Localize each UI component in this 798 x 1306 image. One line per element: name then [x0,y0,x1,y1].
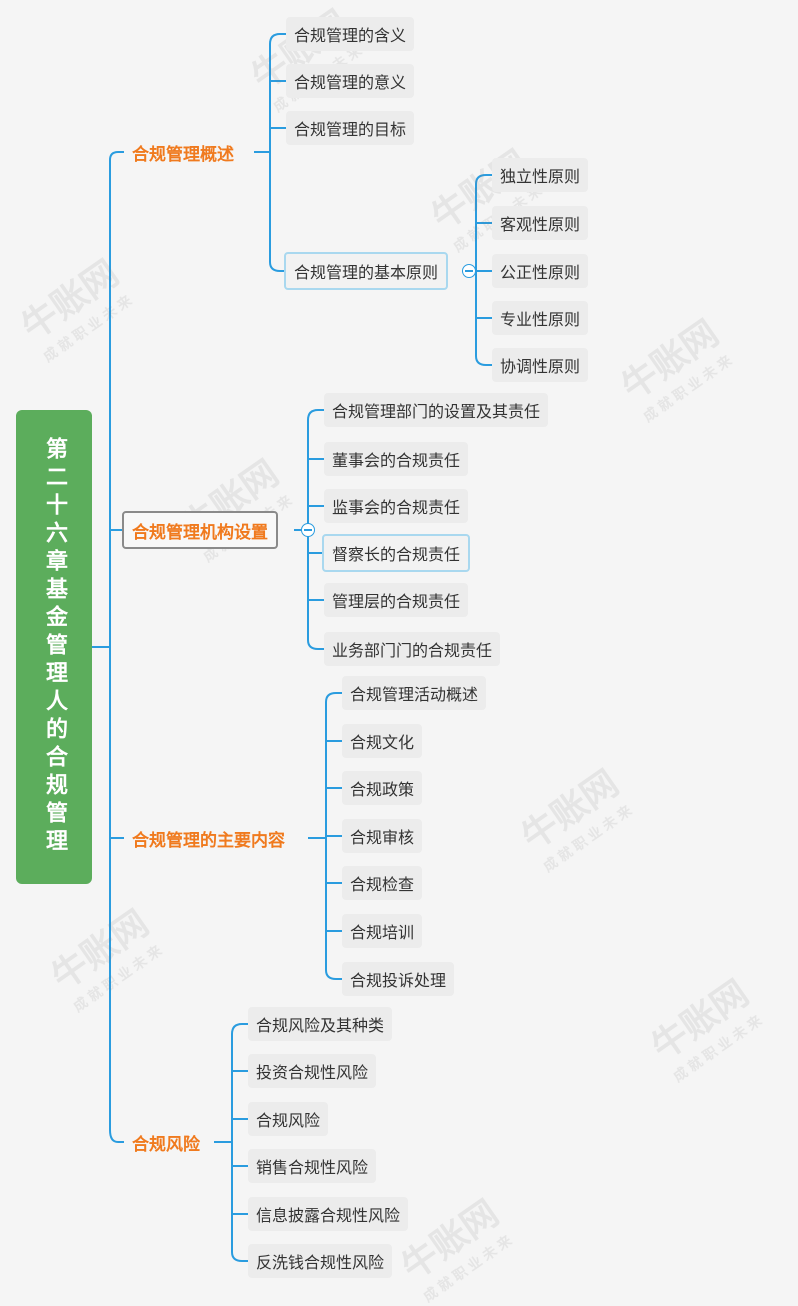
leaf-node[interactable]: 合规政策 [342,771,423,805]
leaf-node[interactable]: 合规风险及其种类 [248,1007,393,1041]
leaf-node[interactable]: 业务部门门的合规责任 [324,632,501,666]
leaf-node[interactable]: 投资合规性风险 [248,1054,377,1088]
leaf-node[interactable]: 合规文化 [342,724,423,758]
leaf-node[interactable]: 董事会的合规责任 [324,442,469,476]
leaf-node[interactable]: 合规培训 [342,914,423,948]
leaf-node[interactable]: 反洗钱合规性风险 [248,1244,393,1278]
leaf-node[interactable]: 监事会的合规责任 [324,489,469,523]
leaf-node[interactable]: 合规管理的目标 [286,111,415,145]
leaf-node[interactable]: 合规管理部门的设置及其责任 [324,393,549,427]
leaf-node[interactable]: 信息披露合规性风险 [248,1197,409,1231]
root-node[interactable]: 第二十六章基金管理人的合规管理 [16,410,92,884]
branch-node-organization[interactable]: 合规管理机构设置 [122,511,278,549]
leaf-node[interactable]: 合规风险 [248,1102,329,1136]
leaf-node[interactable]: 合规管理的含义 [286,17,415,51]
leaf-node[interactable]: 合规审核 [342,819,423,853]
branch-node-overview[interactable]: 合规管理概述 [132,144,234,165]
leaf-node[interactable]: 合规投诉处理 [342,962,455,996]
leaf-node[interactable]: 合规检查 [342,866,423,900]
branch-node-main-content[interactable]: 合规管理的主要内容 [132,830,285,851]
leaf-node-principles[interactable]: 合规管理的基本原则 [284,252,449,290]
leaf-node[interactable]: 合规管理活动概述 [342,676,487,710]
leaf-node[interactable]: 独立性原则 [492,158,589,192]
leaf-node[interactable]: 合规管理的意义 [286,64,415,98]
collapse-toggle[interactable] [301,523,315,537]
leaf-node[interactable]: 客观性原则 [492,206,589,240]
collapse-toggle[interactable] [462,264,476,278]
leaf-node[interactable]: 管理层的合规责任 [324,583,469,617]
leaf-node[interactable]: 协调性原则 [492,348,589,382]
leaf-node[interactable]: 公正性原则 [492,254,589,288]
leaf-node[interactable]: 专业性原则 [492,301,589,335]
branch-node-risk[interactable]: 合规风险 [132,1134,200,1155]
leaf-node[interactable]: 销售合规性风险 [248,1149,377,1183]
leaf-node-selected[interactable]: 督察长的合规责任 [322,534,471,572]
